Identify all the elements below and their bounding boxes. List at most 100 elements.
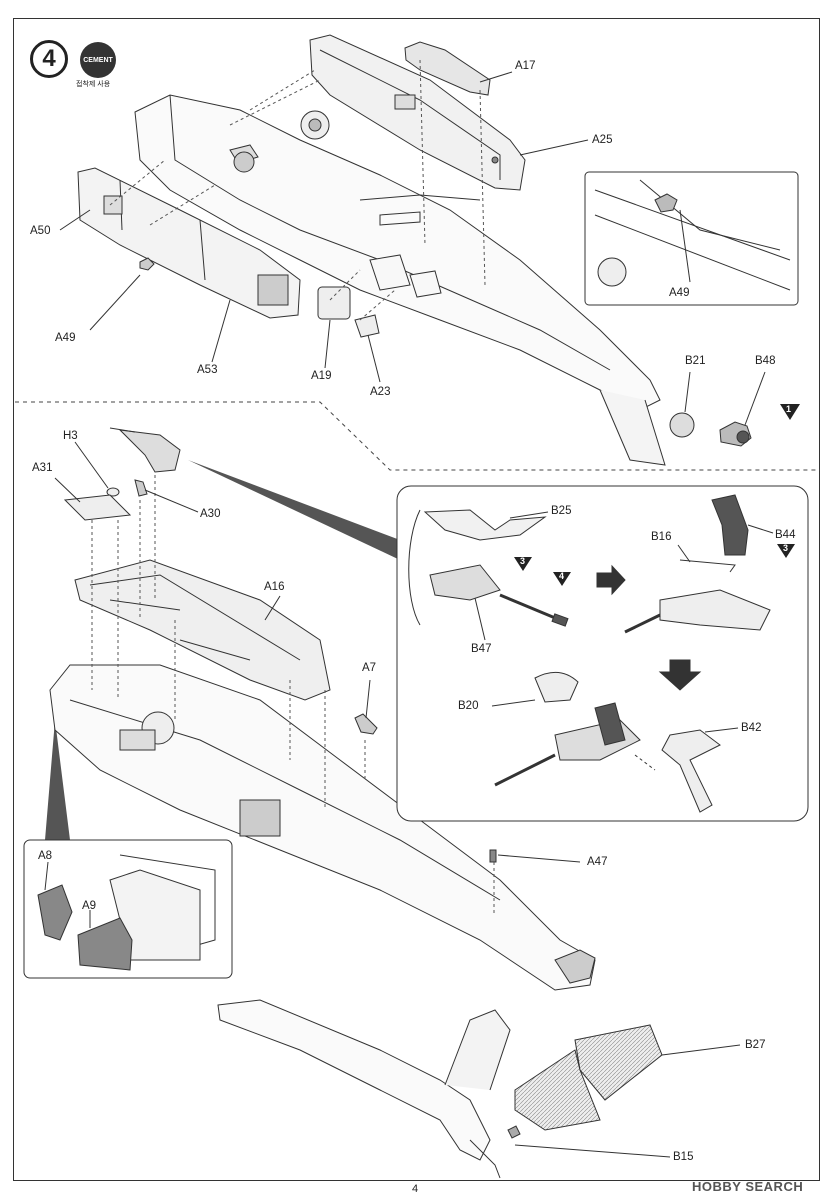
leader-a30 xyxy=(144,489,199,513)
part-b27 xyxy=(514,1024,663,1131)
label-b47: B47 xyxy=(471,643,492,655)
leader-b47 xyxy=(474,597,486,641)
part-b20 xyxy=(534,671,579,703)
part-b16 xyxy=(679,559,736,573)
label-b21: B21 xyxy=(685,355,706,367)
leader-a25 xyxy=(519,139,589,156)
label-a31: A31 xyxy=(32,462,53,474)
marker-triangle-3a xyxy=(514,557,532,571)
inset-a49-detail xyxy=(584,171,799,306)
inset-a8-a9 xyxy=(23,839,233,979)
part-b42 xyxy=(661,729,721,813)
section-divider xyxy=(15,401,820,471)
step-number-badge: 4 xyxy=(30,40,68,78)
marker-3a-label: 3 xyxy=(520,556,526,566)
leader-b16 xyxy=(677,544,691,563)
part-a31 xyxy=(63,494,132,521)
part-a7 xyxy=(354,713,378,735)
leader-a49 xyxy=(89,274,141,331)
marker-1-label: 1 xyxy=(786,404,792,414)
cement-caption: 접착제 사용 xyxy=(76,81,111,88)
watermark: HOBBY SEARCH xyxy=(692,1179,804,1194)
leader-a50 xyxy=(59,209,91,231)
leader-a31 xyxy=(54,477,81,503)
label-h3: H3 xyxy=(63,430,78,442)
leader-a8 xyxy=(44,861,49,891)
arrow-down-icon xyxy=(658,659,702,691)
tail-boom-drawing xyxy=(217,999,511,1179)
leader-b44 xyxy=(747,524,774,534)
part-a9 xyxy=(77,917,133,971)
leader-b48 xyxy=(744,371,766,426)
label-a49-inset: A49 xyxy=(669,287,690,299)
leader-b25 xyxy=(509,511,549,519)
upper-fuselage-drawing xyxy=(134,94,666,466)
callout-pointer-gunsight xyxy=(188,460,400,560)
part-a30 xyxy=(134,479,148,497)
marker-triangle-3b xyxy=(777,544,795,558)
part-h3 xyxy=(106,487,120,497)
part-b15 xyxy=(507,1125,521,1139)
leader-a17 xyxy=(479,71,513,83)
part-b21-b48 xyxy=(669,412,752,447)
part-a16 xyxy=(74,559,331,701)
part-b47 xyxy=(429,564,501,601)
part-b44 xyxy=(711,494,749,556)
label-a9: A9 xyxy=(82,900,97,912)
leader-b27 xyxy=(661,1044,741,1056)
leader-b15 xyxy=(514,1144,671,1158)
label-a30: A30 xyxy=(200,508,221,520)
leader-a23 xyxy=(367,334,381,383)
label-b48: B48 xyxy=(755,355,776,367)
label-a17: A17 xyxy=(515,60,536,72)
label-b20: B20 xyxy=(458,700,479,712)
part-cockpit-sight xyxy=(109,427,181,473)
label-a53: A53 xyxy=(197,364,218,376)
label-a49: A49 xyxy=(55,332,76,344)
part-a49 xyxy=(139,257,155,271)
leader-a7 xyxy=(365,679,371,719)
leader-a53 xyxy=(211,299,231,363)
marker-triangle-1 xyxy=(780,404,800,420)
page-frame xyxy=(13,18,820,1181)
label-b25: B25 xyxy=(551,505,572,517)
part-a47 xyxy=(489,849,497,863)
marker-3b-label: 3 xyxy=(783,543,789,553)
callout-pointer-inset xyxy=(45,720,70,840)
label-a50: A50 xyxy=(30,225,51,237)
inset-gun-assembly xyxy=(396,485,809,822)
label-a25: A25 xyxy=(592,134,613,146)
label-a16: A16 xyxy=(264,581,285,593)
label-b44: B44 xyxy=(775,529,796,541)
label-b16: B16 xyxy=(651,531,672,543)
marker-4-label: 4 xyxy=(559,571,565,581)
part-b25 xyxy=(423,509,547,541)
arrow-right-icon xyxy=(596,564,626,596)
leader-a16 xyxy=(264,595,281,621)
part-a53 xyxy=(77,167,301,319)
part-a23 xyxy=(354,314,380,338)
page-number: 4 xyxy=(412,1183,419,1195)
leader-a19 xyxy=(324,319,331,369)
leader-b21 xyxy=(684,371,691,413)
part-a8 xyxy=(37,884,73,941)
label-a23: A23 xyxy=(370,386,391,398)
label-a8: A8 xyxy=(38,850,53,862)
leader-b42 xyxy=(704,727,739,733)
label-a47: A47 xyxy=(587,856,608,868)
cement-icon: CEMENT xyxy=(80,42,116,78)
leader-b20 xyxy=(491,699,536,707)
label-b42: B42 xyxy=(741,722,762,734)
leader-h3 xyxy=(74,441,109,489)
part-a25 xyxy=(309,34,526,191)
label-b27: B27 xyxy=(745,1039,766,1051)
part-a17 xyxy=(404,41,491,96)
part-a19 xyxy=(317,286,351,320)
label-a19: A19 xyxy=(311,370,332,382)
lower-fuselage-drawing xyxy=(49,664,596,991)
leader-a47 xyxy=(497,854,581,863)
marker-triangle-4 xyxy=(553,572,571,586)
label-a7: A7 xyxy=(362,662,377,674)
label-b15: B15 xyxy=(673,1151,694,1163)
